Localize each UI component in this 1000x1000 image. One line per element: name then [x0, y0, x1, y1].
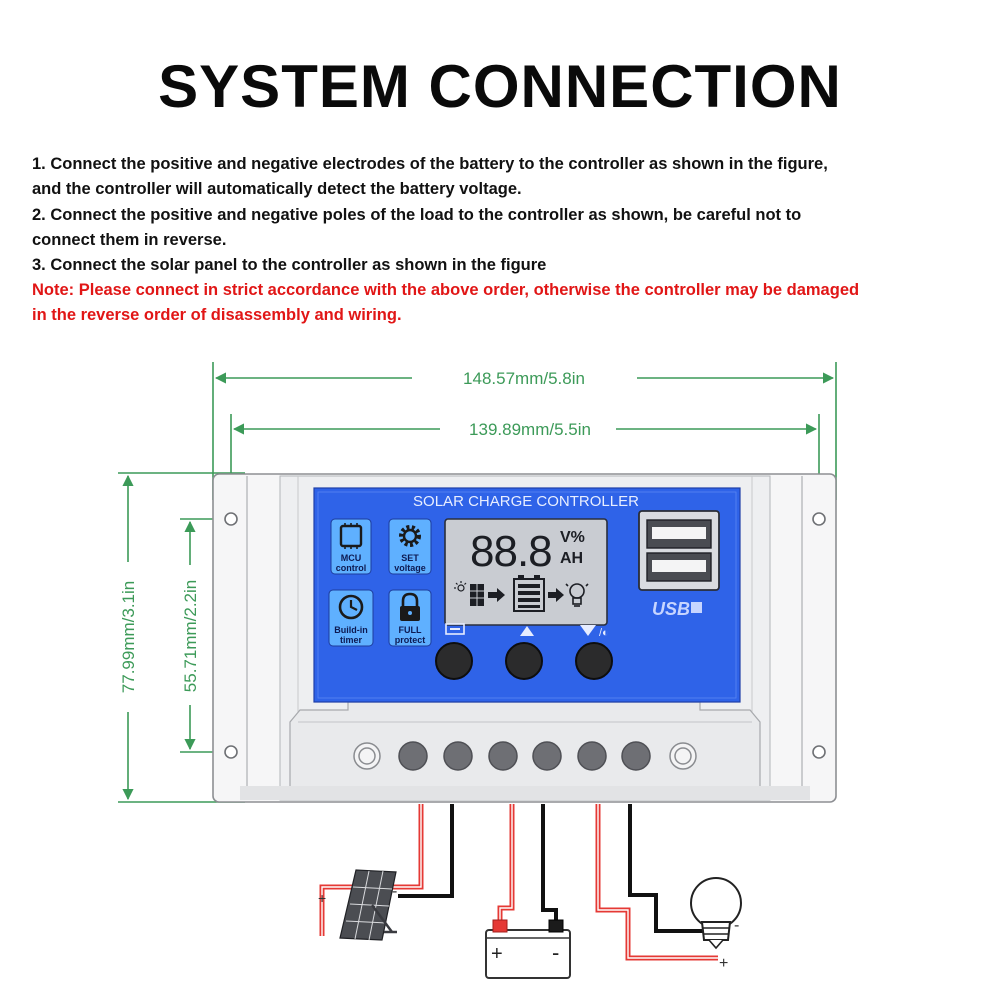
arrow-icon: [488, 588, 505, 602]
lcd-unit-top: V%: [560, 529, 585, 546]
lock-icon: [388, 589, 432, 647]
instruction-2b: connect them in reverse.: [32, 231, 227, 249]
bulb-lcd-icon: [565, 583, 589, 607]
light-bulb-icon: [690, 877, 742, 950]
inner-width-label: 139.89mm/5.5in: [469, 420, 591, 439]
up-arrow-icon: [520, 626, 534, 636]
panel-header: SOLAR CHARGE CONTROLLER: [413, 493, 639, 510]
down-arrow-icon: /◐: [580, 625, 609, 639]
timer-label-2: timer: [340, 635, 363, 645]
clock-icon: [328, 589, 374, 647]
mcu-label-1: MCU: [341, 553, 362, 563]
lcd-display: [444, 518, 608, 626]
battery-icon: [485, 919, 571, 979]
mounting-hole-top-right: [812, 512, 826, 526]
mounting-hole-bottom-left: [224, 745, 238, 759]
menu-button[interactable]: [435, 642, 473, 680]
battery-negative-sign: -: [552, 940, 559, 965]
gear-icon: [388, 518, 432, 575]
lcd-unit-bottom: AH: [560, 550, 583, 567]
down-button[interactable]: [575, 642, 613, 680]
battery-lcd-icon: [513, 575, 545, 612]
battery-positive-sign: +: [491, 943, 503, 965]
warning-note-2: in the reverse order of disassembly and …: [32, 306, 402, 324]
instruction-2a: 2. Connect the positive and negative pol…: [32, 206, 802, 224]
lcd-digits: 88.8: [470, 527, 552, 576]
terminal-load-negative: [621, 741, 651, 771]
solar-positive-sign: +: [318, 890, 326, 906]
sun-icon: [454, 581, 467, 592]
solar-panel-icon: [339, 869, 397, 941]
protect-label-1: FULL: [399, 625, 422, 635]
arrow-icon: [548, 588, 564, 602]
terminal-block: [353, 742, 697, 770]
terminal-battery-positive: [488, 741, 518, 771]
menu-icon: [445, 623, 465, 635]
solar-negative-sign: -: [392, 883, 397, 900]
mounting-hole-bottom-right: [812, 745, 826, 759]
up-button[interactable]: [505, 642, 543, 680]
inner-height-label: 55.71mm/2.2in: [181, 580, 200, 692]
mcu-label-2: control: [336, 563, 367, 573]
protect-label-2: protect: [395, 635, 426, 645]
timer-label-1: Build-in: [334, 625, 368, 635]
terminal-load-positive: [577, 741, 607, 771]
load-negative-sign: -: [734, 917, 739, 934]
warning-note-1: Note: Please connect in strict accordanc…: [32, 281, 860, 299]
terminal-solar-negative: [443, 741, 473, 771]
outer-height-label: 77.99mm/3.1in: [119, 581, 138, 693]
set-label-1: SET: [401, 553, 419, 563]
mounting-hole-top-left: [224, 512, 238, 526]
instruction-3: 3. Connect the solar panel to the contro…: [32, 256, 547, 274]
lcd-flow-icons: [454, 575, 589, 612]
usb-ports: [638, 510, 720, 591]
outer-width-label: 148.57mm/5.8in: [463, 369, 585, 388]
terminal-solar-positive: [398, 741, 428, 771]
usb-icon: [691, 602, 702, 613]
solar-panel-lcd-icon: [470, 584, 484, 606]
set-label-2: voltage: [394, 563, 426, 573]
instruction-1b: and the controller will automatically de…: [32, 180, 522, 198]
instruction-1a: 1. Connect the positive and negative ele…: [32, 155, 828, 173]
page-title: SYSTEM CONNECTION: [158, 53, 842, 120]
load-positive-sign: +: [719, 955, 728, 972]
usb-label: USB: [652, 599, 690, 619]
mcu-control-icon: [330, 518, 372, 575]
terminal-battery-negative: [532, 741, 562, 771]
svg-text:/◐: /◐: [599, 627, 609, 639]
